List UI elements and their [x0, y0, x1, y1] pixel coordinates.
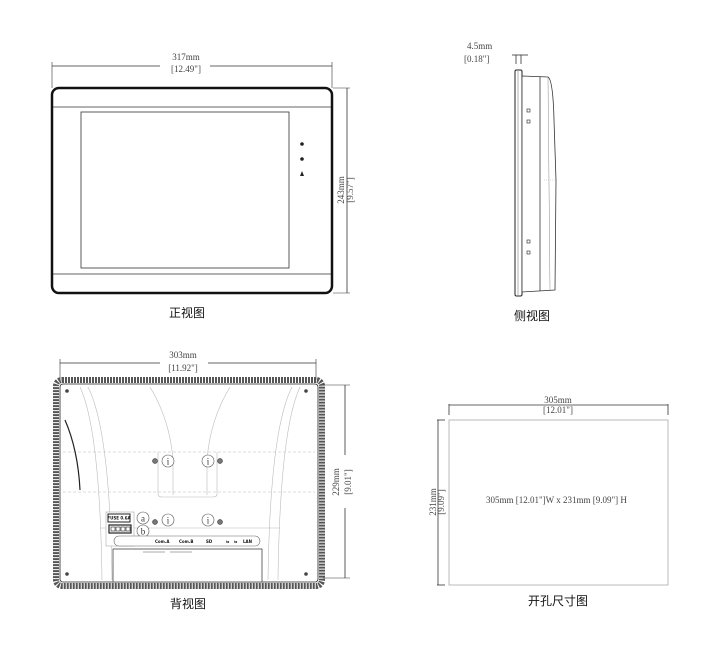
back-view: 303mm [11.92"] i i [53, 350, 353, 611]
side-view: 4.5mm [0.18"] 侧视图 [464, 41, 557, 323]
callout-i: i [207, 516, 210, 526]
back-height-mm: 229mm [331, 468, 341, 496]
fuse-label: FUSE 0.6A [107, 516, 131, 521]
port-strip [113, 535, 261, 547]
front-view: 317mm [12.49"] 243mm [9.57"] 正视图 [50, 52, 355, 320]
side-depth-mm: 4.5mm [467, 41, 492, 51]
front-height-mm: 243mm [336, 176, 346, 204]
callout-i: i [167, 457, 170, 467]
cutout-view-caption: 开孔尺寸图 [528, 594, 588, 608]
callout-i: i [207, 457, 210, 467]
front-view-caption: 正视图 [169, 305, 205, 320]
back-width-in: [11.92"] [168, 363, 198, 373]
port-com-b: Com.B [179, 539, 193, 544]
back-view-caption: 背视图 [170, 596, 206, 611]
cutout-view: 305mm [12.01"] 231mm [9.09"] 305mm [12.0… [428, 395, 669, 608]
fuse-holder [107, 513, 131, 523]
back-height-in: [9.01"] [343, 469, 353, 494]
callout-b: b [141, 527, 146, 537]
front-height-in: [9.57"] [345, 177, 355, 202]
port-com-a: Com.A [155, 539, 170, 544]
back-bottom-block [112, 548, 263, 583]
callout-a: a [141, 514, 145, 524]
front-width-in: [12.49"] [171, 64, 201, 74]
port-lan: LAN [243, 539, 252, 544]
back-width-mm: 303mm [169, 350, 197, 360]
led-indicator-icon [300, 142, 304, 146]
corner-screws [65, 389, 308, 576]
cutout-width-in: [12.01"] [543, 405, 573, 415]
usb-icon: ⇆ [234, 539, 238, 544]
side-front-panel [514, 69, 523, 297]
cutout-height-mm: 231mm [428, 488, 438, 516]
front-screen [80, 111, 290, 269]
cutout-outline [448, 419, 669, 586]
cutout-width-mm: 305mm [544, 395, 572, 405]
vesa-mount-holes [152, 458, 223, 525]
cutout-summary: 305mm [12.01"]W x 231mm [9.09"] H [486, 495, 627, 505]
front-width-mm: 317mm [172, 52, 200, 62]
led-indicator-icon [300, 157, 304, 161]
side-depth-in: [0.18"] [464, 54, 489, 64]
usb-icon: ⇆ [226, 539, 230, 544]
side-view-caption: 侧视图 [514, 308, 550, 323]
cutout-height-in: [9.09"] [436, 489, 446, 514]
callout-i: i [167, 516, 170, 526]
port-sd: SD [206, 539, 213, 544]
triangle-indicator-icon [300, 171, 304, 176]
side-body [521, 75, 557, 293]
